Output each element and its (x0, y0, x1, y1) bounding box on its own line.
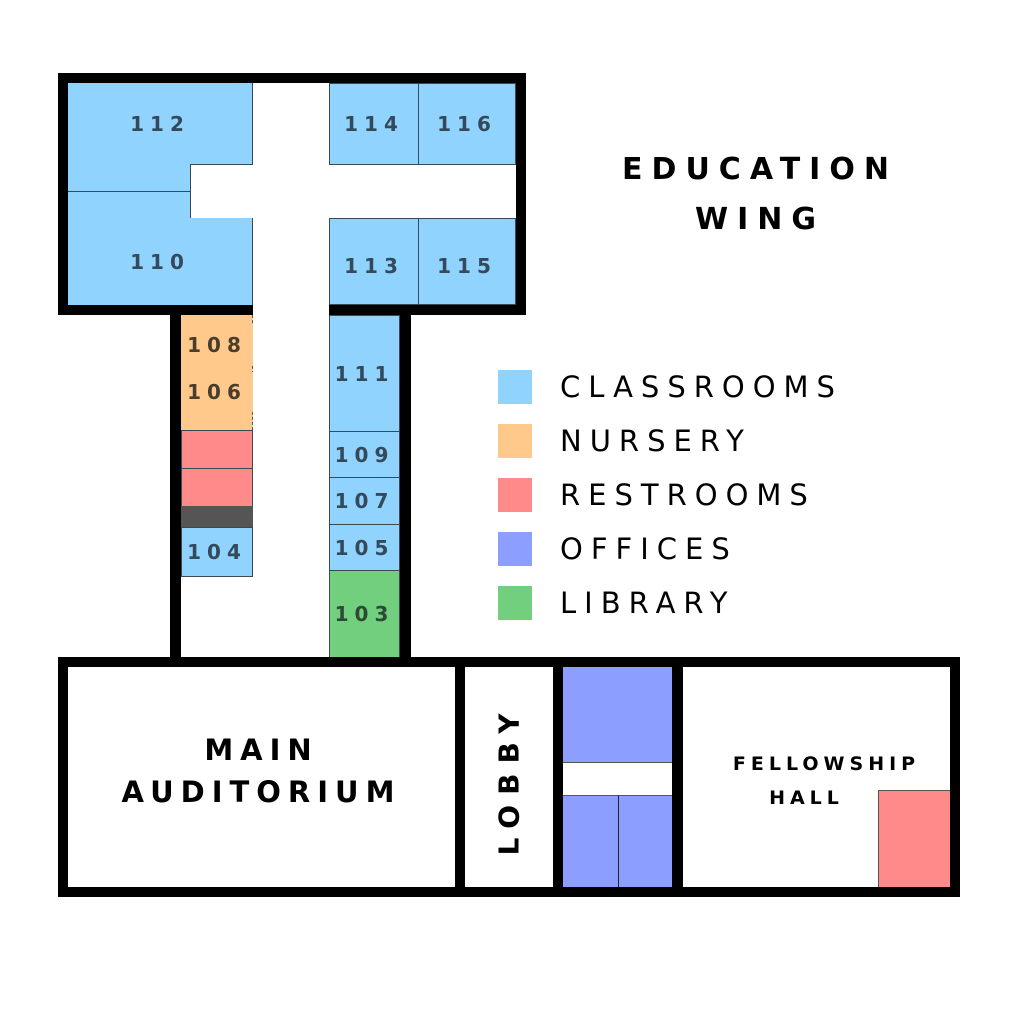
room-label: 110 (130, 249, 190, 274)
room-108[interactable]: 108 (181, 325, 253, 365)
legend-item-nursery: NURSERY (498, 414, 918, 468)
wall (329, 305, 411, 315)
office-corridor (563, 763, 672, 795)
wing-title: EDUCATION WING (590, 145, 930, 245)
legend-item-offices: OFFICES (498, 522, 918, 576)
legend-item-classrooms: CLASSROOMS (498, 360, 918, 414)
legend-swatch (498, 424, 532, 458)
legend-label: RESTROOMS (560, 478, 816, 512)
title-line2: WING (695, 202, 825, 237)
office[interactable] (619, 795, 672, 887)
room-label: 112 (130, 111, 190, 136)
storage-closet (181, 506, 253, 527)
room-label: 106 (187, 380, 247, 404)
wall (400, 305, 411, 665)
room-label: 114 (344, 112, 404, 136)
wall (170, 305, 253, 315)
room-label: 105 (334, 535, 395, 560)
legend-swatch (498, 370, 532, 404)
restroom[interactable] (181, 468, 253, 507)
legend-item-library: LIBRARY (498, 576, 918, 630)
room-112-extension (68, 164, 191, 192)
lobby[interactable]: LOBBY (465, 667, 553, 887)
auditorium-label-line2: AUDITORIUM (121, 775, 402, 809)
fellowship-label-line1: FELLOWSHIP (732, 753, 921, 775)
room-105[interactable]: 105 (329, 524, 400, 571)
room-112[interactable]: 112 (68, 83, 253, 165)
room-107[interactable]: 107 (329, 477, 400, 525)
room-109[interactable]: 109 (329, 431, 400, 478)
restroom[interactable] (878, 840, 950, 887)
main-auditorium[interactable]: MAIN AUDITORIUM (68, 667, 455, 887)
room-116[interactable]: 116 (419, 83, 516, 165)
room-106[interactable]: 106 (181, 372, 253, 412)
restroom[interactable] (181, 430, 253, 469)
legend-swatch (498, 478, 532, 512)
room-label: 107 (334, 489, 395, 513)
corridor (191, 165, 516, 218)
room-110-extension (68, 192, 191, 219)
restroom[interactable] (878, 790, 950, 841)
room-label: 108 (187, 333, 247, 357)
legend-label: NURSERY (560, 424, 752, 458)
office[interactable] (563, 667, 672, 763)
wall (170, 305, 181, 665)
room-110[interactable]: 110 (68, 218, 253, 305)
legend: CLASSROOMS NURSERY RESTROOMS OFFICES LIB… (498, 360, 918, 630)
lobby-label: LOBBY (492, 703, 526, 856)
room-label: 111 (334, 361, 395, 386)
legend-label: CLASSROOMS (560, 370, 843, 404)
legend-label: LIBRARY (560, 586, 736, 620)
room-103-library[interactable]: 103 (329, 570, 400, 658)
legend-item-restrooms: RESTROOMS (498, 468, 918, 522)
legend-label: OFFICES (560, 532, 738, 566)
legend-swatch (498, 532, 532, 566)
room-113[interactable]: 113 (329, 218, 419, 305)
auditorium-label-line1: MAIN (204, 733, 319, 767)
room-label: 109 (334, 442, 395, 467)
room-111[interactable]: 111 (329, 315, 400, 432)
office[interactable] (563, 795, 619, 887)
room-label: 115 (437, 253, 497, 278)
room-104[interactable]: 104 (181, 527, 253, 577)
room-115[interactable]: 115 (419, 218, 516, 305)
room-label: 116 (437, 112, 497, 136)
title-line1: EDUCATION (622, 152, 898, 187)
fellowship-label-line2: HALL (769, 787, 844, 809)
room-label: 104 (187, 540, 247, 564)
legend-swatch (498, 586, 532, 620)
room-label: 113 (344, 253, 404, 278)
room-label: 103 (334, 602, 395, 626)
room-114[interactable]: 114 (329, 83, 419, 165)
